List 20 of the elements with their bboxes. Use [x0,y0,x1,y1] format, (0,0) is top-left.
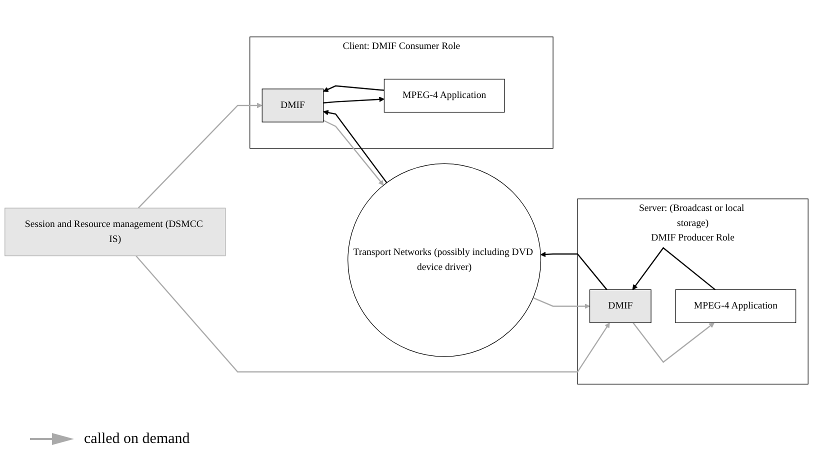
node-box [262,89,324,123]
arrow [632,247,716,291]
arrow [323,120,384,186]
node-box [4,208,226,257]
arrow [632,322,715,364]
arrow [136,256,610,373]
node-box [384,79,505,113]
cluster [577,199,808,385]
arrow [323,97,384,104]
arrow [540,252,608,291]
block-diagram: Server: (Broadcast or local storage) DMIF Producer Role Client: DMIF Consumer Role Session and Resource management (DSMCC IS) MPEG-4 Application DMIF Transport Networks (possibly including DVD device driver) DMIF MPEG-4 Application [0,32,813,390]
cluster [250,37,554,150]
node-box [589,290,652,324]
arrow [532,298,590,310]
node-circle [348,164,542,358]
legend-text: called on demand [84,430,190,448]
arrow [138,103,262,209]
node-box [675,290,796,324]
arrow [323,86,384,92]
arrow [323,110,388,184]
